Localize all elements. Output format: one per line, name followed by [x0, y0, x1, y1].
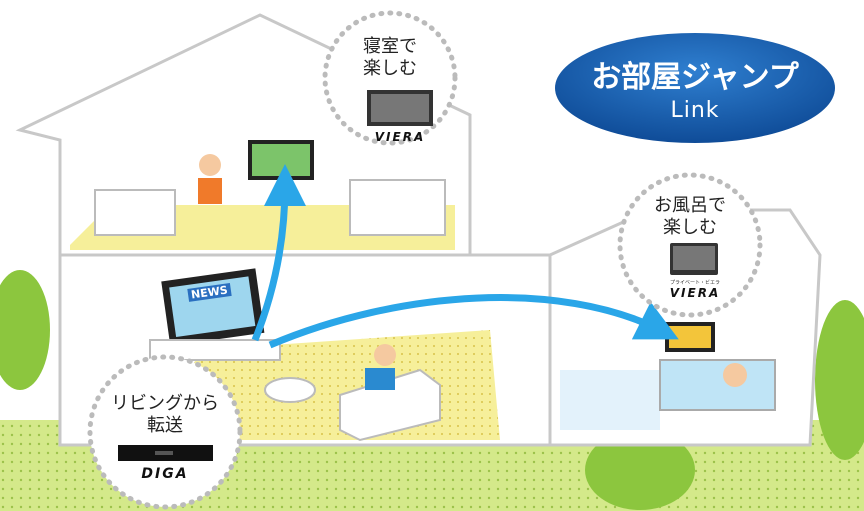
bathroom-caption-line2: 楽しむ [663, 217, 717, 238]
arrow-to-bedroom [251, 164, 306, 342]
bathroom-caption-line1: お風呂で [654, 195, 726, 216]
living-bubble [87, 354, 243, 510]
logo-subtitle: Link [670, 98, 720, 123]
bathtub [659, 359, 776, 411]
child [199, 154, 221, 176]
bedroom-caption-line1: 寝室で [363, 36, 417, 57]
viera-logo: VIERA [669, 286, 721, 300]
living-caption: リビングから 転送 [95, 393, 235, 437]
stool [264, 377, 316, 403]
man [374, 344, 396, 366]
bush [0, 270, 50, 390]
bedroom-caption-line2: 楽しむ [363, 58, 417, 79]
viera-logo: VIERA [374, 130, 426, 144]
diga-logo: DIGA [141, 466, 189, 482]
living-caption-line1: リビングから [111, 393, 219, 414]
tv-stand [149, 339, 281, 361]
private-viera-label: プライベート・ビエラ [669, 280, 720, 286]
logo-ellipse [555, 33, 835, 143]
logo-title: お部屋ジャンプ [591, 60, 799, 95]
bedroom-caption: 寝室で 楽しむ [340, 36, 440, 80]
bush [585, 430, 695, 510]
bath-floor [560, 370, 660, 430]
bathroom-caption: お風呂で 楽しむ [640, 195, 740, 239]
living-caption-line2: 転送 [147, 415, 183, 436]
bush [815, 300, 864, 460]
bather [723, 363, 747, 387]
desk [94, 189, 176, 236]
bed [349, 179, 446, 236]
arrow-to-bathroom [268, 294, 679, 349]
